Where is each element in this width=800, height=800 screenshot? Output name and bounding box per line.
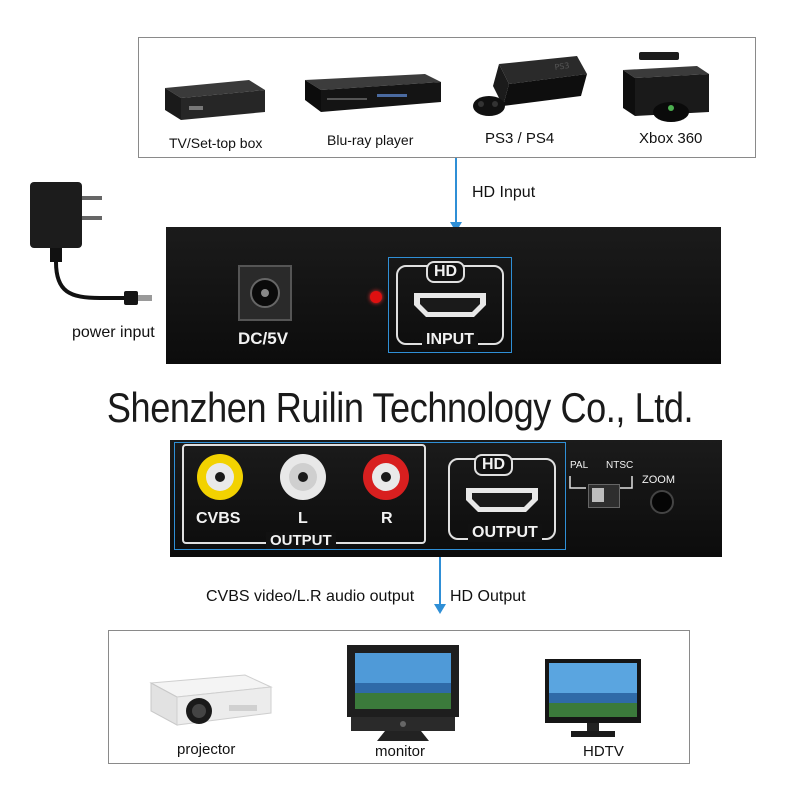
l-label: L: [298, 510, 308, 527]
ps3-console-icon: PS3: [473, 56, 587, 116]
output-panel: CVBS L R OUTPUT HD OUTPUT PAL NTSC ZOOM: [170, 440, 722, 557]
rca-red-jack: [363, 454, 409, 500]
hd-output-caption: HD Output: [450, 588, 526, 605]
power-led: [370, 291, 382, 303]
r-label: R: [381, 510, 393, 527]
source-label-settop: TV/Set-top box: [169, 135, 263, 151]
output-arrow-line: [439, 557, 441, 605]
pal-label: PAL: [570, 460, 589, 471]
source-label-xbox: Xbox 360: [639, 130, 703, 147]
source-label-ps: PS3 / PS4: [485, 130, 555, 147]
zoom-label: ZOOM: [642, 474, 675, 486]
zoom-button[interactable]: [650, 490, 674, 514]
rca-yellow-jack: [197, 454, 243, 500]
output-highlight: [174, 442, 566, 550]
destination-label-projector: projector: [177, 741, 236, 758]
output-arrow-head: [434, 604, 446, 614]
cvbs-output-caption: CVBS video/L.R audio output: [206, 588, 415, 605]
power-adapter-icon: [30, 182, 152, 305]
rca-white-jack: [280, 454, 326, 500]
input-label: INPUT: [422, 331, 478, 349]
power-input-label: power input: [72, 324, 155, 341]
destination-devices-frame: projector monitor HDTV: [108, 630, 690, 764]
output-label-left: OUTPUT: [266, 532, 336, 549]
bluray-player-icon: [305, 74, 441, 112]
company-watermark: Shenzhen Ruilin Technology Co., Ltd.: [106, 384, 694, 431]
destination-label-monitor: monitor: [375, 743, 426, 760]
switch-bracket: [569, 476, 633, 489]
svg-text:PS3: PS3: [554, 61, 570, 72]
hdmi-port-input: [414, 293, 486, 317]
cvbs-label: CVBS: [196, 510, 241, 527]
hdmi-input-highlight: [388, 257, 512, 353]
hd-input-arrow-line: [455, 158, 457, 224]
source-devices-frame: PS3 TV/Set-top box Blu-ray player PS3 / …: [138, 37, 756, 158]
hdmi-port-output: [466, 488, 538, 512]
output-label-right: OUTPUT: [468, 524, 542, 542]
xbox-console-icon: [623, 52, 709, 122]
destination-label-hdtv: HDTV: [583, 743, 624, 760]
settop-box-icon: [165, 80, 265, 120]
hd-badge-output: HD: [474, 454, 514, 476]
hd-input-label: HD Input: [472, 184, 536, 201]
pal-ntsc-switch[interactable]: [588, 484, 620, 508]
monitor-icon: [347, 645, 459, 741]
ntsc-label: NTSC: [606, 460, 634, 471]
dc-jack: [238, 265, 292, 321]
input-panel: DC/5V HD INPUT: [166, 227, 721, 364]
dc-label: DC/5V: [238, 329, 289, 348]
hd-badge-input: HD: [426, 261, 466, 283]
projector-icon: [149, 674, 273, 726]
hdtv-icon: [545, 659, 641, 737]
source-label-bluray: Blu-ray player: [327, 132, 414, 148]
